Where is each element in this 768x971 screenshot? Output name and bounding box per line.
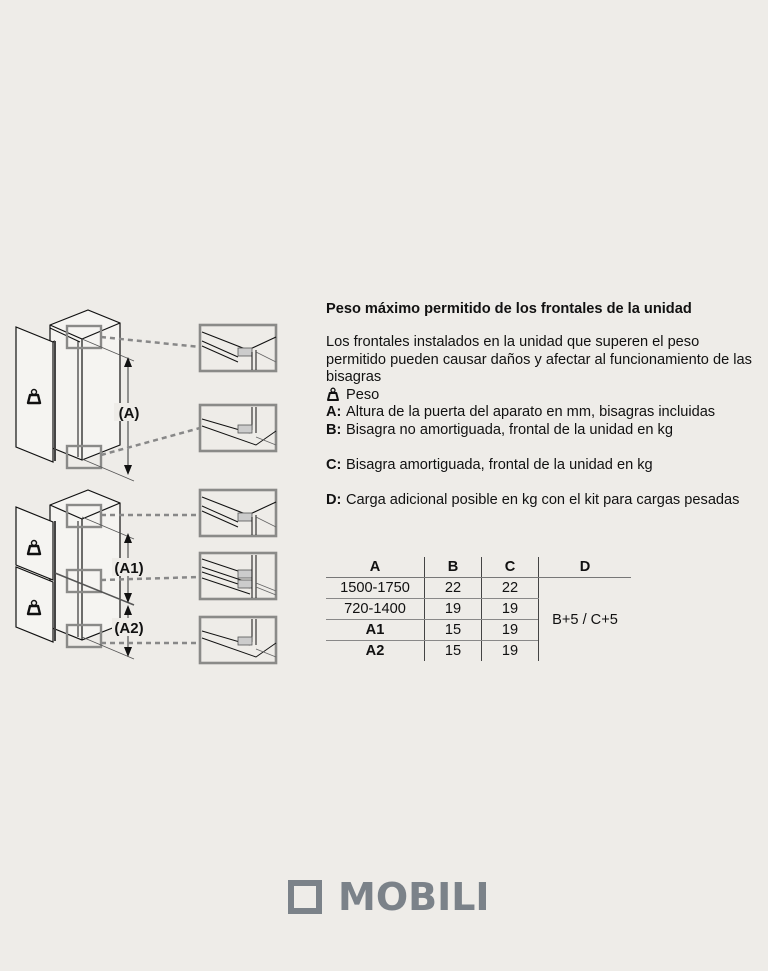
dimension-label-a2: (A2) bbox=[114, 620, 143, 637]
table-row: A2 15 19 bbox=[326, 640, 631, 661]
dimension-label-a: (A) bbox=[119, 405, 140, 422]
dimension-label-a1: (A1) bbox=[114, 560, 143, 577]
hinge-detail-2door-bottom bbox=[198, 615, 278, 665]
header-c: C bbox=[481, 557, 539, 578]
brand-logo: MOBILI bbox=[288, 875, 490, 919]
hinge-detail-bottom bbox=[198, 403, 278, 453]
legend-spacer bbox=[326, 474, 756, 492]
legend-list: Peso A: Altura de la puerta del aparato … bbox=[326, 387, 756, 510]
legend-item-weight: Peso bbox=[326, 387, 756, 405]
table-row: 720-1400 19 19 bbox=[326, 598, 631, 620]
header-b: B bbox=[424, 557, 482, 578]
weight-info-section: Peso máximo permitido de los frontales d… bbox=[326, 300, 756, 509]
intro-paragraph: Los frontales instalados en la unidad qu… bbox=[326, 334, 752, 385]
weight-spec-table: A B C D 1500-1750 22 22 B+5 / C+5 720-14… bbox=[326, 557, 631, 661]
legend-weight-label: Peso bbox=[346, 386, 380, 403]
weight-icon bbox=[327, 387, 339, 401]
double-door-unit: (A1) (A2) bbox=[15, 489, 201, 660]
legend-item-d: D: Carga adicional posible en kg con el … bbox=[326, 491, 740, 508]
single-door-unit: (A) bbox=[15, 309, 201, 482]
hinge-detail-2door-middle bbox=[198, 551, 278, 601]
d-value-cell: B+5 / C+5 bbox=[538, 577, 631, 661]
header-a: A bbox=[326, 557, 425, 578]
legend-item-b: B: Bisagra no amortiguada, frontal de la… bbox=[326, 421, 673, 438]
table-row: 1500-1750 22 22 B+5 / C+5 bbox=[326, 577, 631, 661]
legend-item-a: A: Altura de la puerta del aparato en mm… bbox=[326, 404, 716, 420]
legend-spacer bbox=[326, 439, 756, 457]
section-title: Peso máximo permitido de los frontales d… bbox=[326, 301, 692, 317]
hinge-diagram-svg: (A) bbox=[15, 309, 278, 665]
square-logo-icon bbox=[288, 880, 322, 914]
header-d: D bbox=[538, 557, 631, 578]
table-header-row: A B C D bbox=[326, 557, 631, 578]
installation-diagram: (A) bbox=[10, 295, 310, 675]
brand-name: MOBILI bbox=[338, 875, 490, 919]
legend-item-c: C: Bisagra amortiguada, frontal de la un… bbox=[326, 456, 653, 473]
hinge-detail-top bbox=[198, 323, 278, 373]
hinge-detail-2door-top bbox=[198, 488, 278, 538]
table-row: A1 15 19 bbox=[326, 619, 631, 641]
